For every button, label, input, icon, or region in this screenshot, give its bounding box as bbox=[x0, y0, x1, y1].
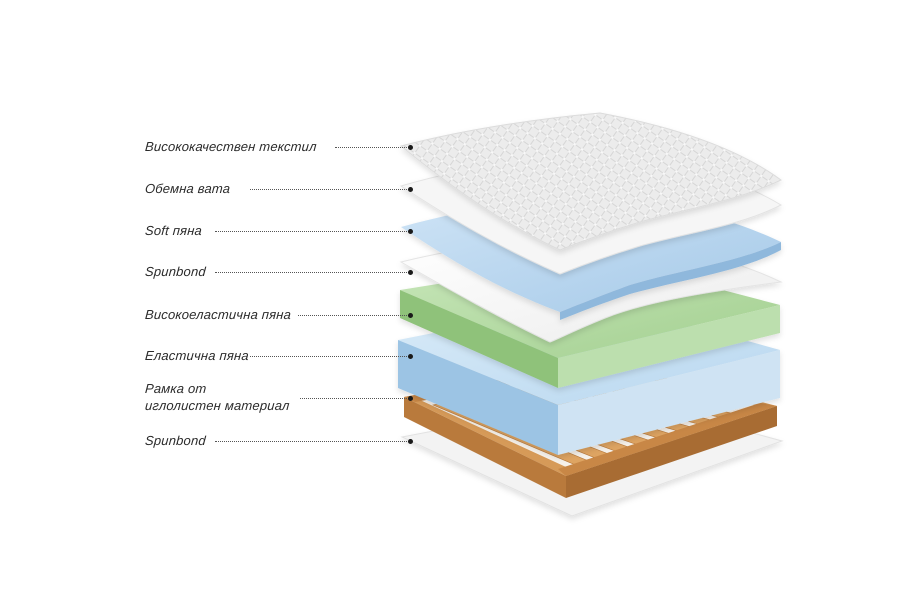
label-spunbond-top: Spunbond bbox=[144, 264, 207, 279]
label-textile: Висококачествен текстил bbox=[144, 139, 318, 154]
leader-elastic-foam bbox=[250, 356, 409, 357]
label-spunbond-bottom: Spunbond bbox=[144, 433, 207, 448]
label-wadding: Обемна вата bbox=[144, 181, 231, 196]
label-elastic-foam: Еластична пяна bbox=[144, 348, 250, 363]
label-hr-foam: Високоеластична пяна bbox=[144, 307, 292, 322]
label-soft-foam: Soft пяна bbox=[144, 223, 203, 238]
label-frame-line1: Рамка от bbox=[144, 381, 208, 396]
leader-wadding bbox=[250, 189, 409, 190]
leader-soft-foam bbox=[215, 231, 409, 232]
marker-spunbond-top bbox=[408, 270, 413, 275]
leader-frame bbox=[300, 398, 409, 399]
marker-elastic-foam bbox=[408, 354, 413, 359]
leader-spunbond-top bbox=[215, 272, 409, 273]
marker-frame bbox=[408, 396, 413, 401]
marker-wadding bbox=[408, 187, 413, 192]
marker-hr-foam bbox=[408, 313, 413, 318]
leader-textile bbox=[335, 147, 409, 148]
label-frame-line2: иглолистен материал bbox=[144, 398, 291, 413]
textile-layer bbox=[399, 112, 782, 251]
leader-hr-foam bbox=[298, 315, 409, 316]
marker-spunbond-bottom bbox=[408, 439, 413, 444]
marker-textile bbox=[408, 145, 413, 150]
marker-soft-foam bbox=[408, 229, 413, 234]
leader-spunbond-bottom bbox=[215, 441, 409, 442]
